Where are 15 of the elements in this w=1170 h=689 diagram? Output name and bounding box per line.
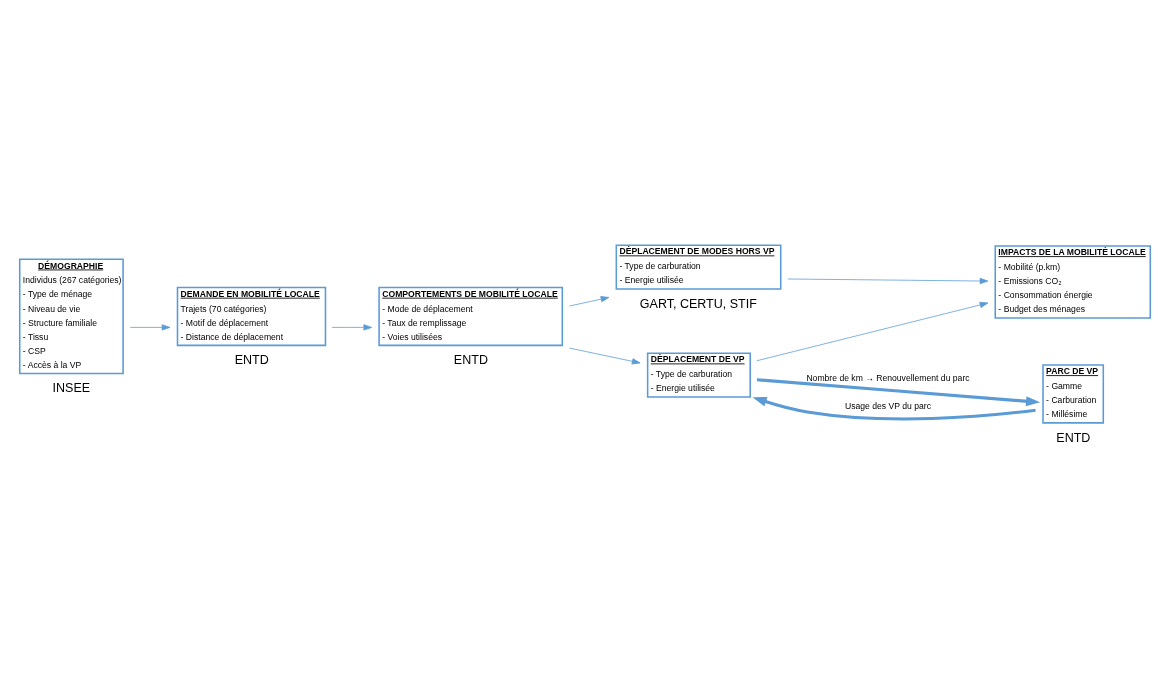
node-label: INSEE — [52, 380, 91, 395]
node-label: GART, CERTU, STIF — [639, 296, 757, 311]
arrow — [787, 277, 989, 284]
arrow — [752, 396, 1036, 420]
arrow — [569, 347, 641, 364]
node-label: ENTD — [1056, 430, 1091, 445]
arrow — [756, 301, 989, 361]
node-label: ENTD — [453, 352, 488, 367]
arrow — [756, 377, 1041, 406]
arrow — [331, 323, 373, 330]
edge-label: Usage des VP du parc — [844, 400, 931, 411]
arrow — [569, 295, 610, 306]
edge-label: Nombre de km → Renouvellement du parc — [806, 372, 970, 383]
arrow — [129, 323, 171, 330]
node-label: ENTD — [234, 352, 269, 367]
